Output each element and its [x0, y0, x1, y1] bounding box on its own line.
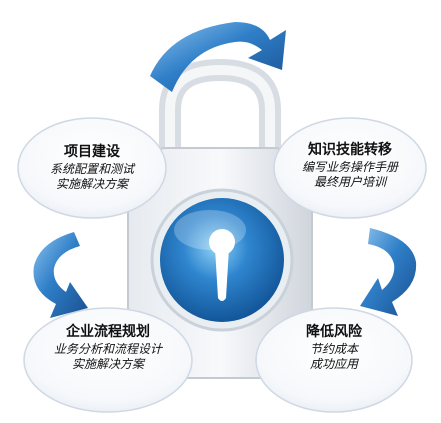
bubble-knowledge-transfer: 知识技能转移 编写业务操作手册 最终用户培训 — [286, 142, 414, 190]
bubble-top-right-shape — [273, 117, 427, 219]
bubble-bottom-left-shape — [23, 307, 193, 413]
bubble-title: 知识技能转移 — [308, 142, 392, 158]
cycle-arrow-icon-right — [360, 228, 417, 316]
bubble-project-construction: 项目建设 系统配置和测试 实施解决方案 — [28, 144, 156, 192]
bubble-line: 实施解决方案 — [55, 176, 128, 191]
bubble-risk-reduction: 降低风险 节约成本 成功应用 — [270, 324, 398, 372]
bubble-line: 成功应用 — [309, 356, 358, 371]
bubble-line: 实施解决方案 — [71, 356, 144, 371]
bubble-bottom-right-shape — [255, 307, 413, 413]
bubble-title: 企业流程规划 — [66, 324, 150, 340]
bubble-title: 项目建设 — [64, 144, 120, 160]
bubble-line: 编写业务操作手册 — [301, 159, 398, 174]
keyhole-icon — [209, 229, 235, 301]
bubble-line: 最终用户培训 — [313, 174, 386, 189]
cycle-arrow-icon-left — [33, 232, 88, 318]
cycle-arrow-icon-top — [150, 22, 286, 92]
bubble-line: 业务分析和流程设计 — [53, 341, 162, 356]
bubble-title: 降低风险 — [306, 324, 362, 340]
bubble-top-left-shape — [17, 117, 167, 219]
bubble-line: 系统配置和测试 — [49, 161, 134, 176]
bubble-process-planning: 企业流程规划 业务分析和流程设计 实施解决方案 — [44, 324, 172, 372]
bubble-line: 节约成本 — [309, 341, 358, 356]
